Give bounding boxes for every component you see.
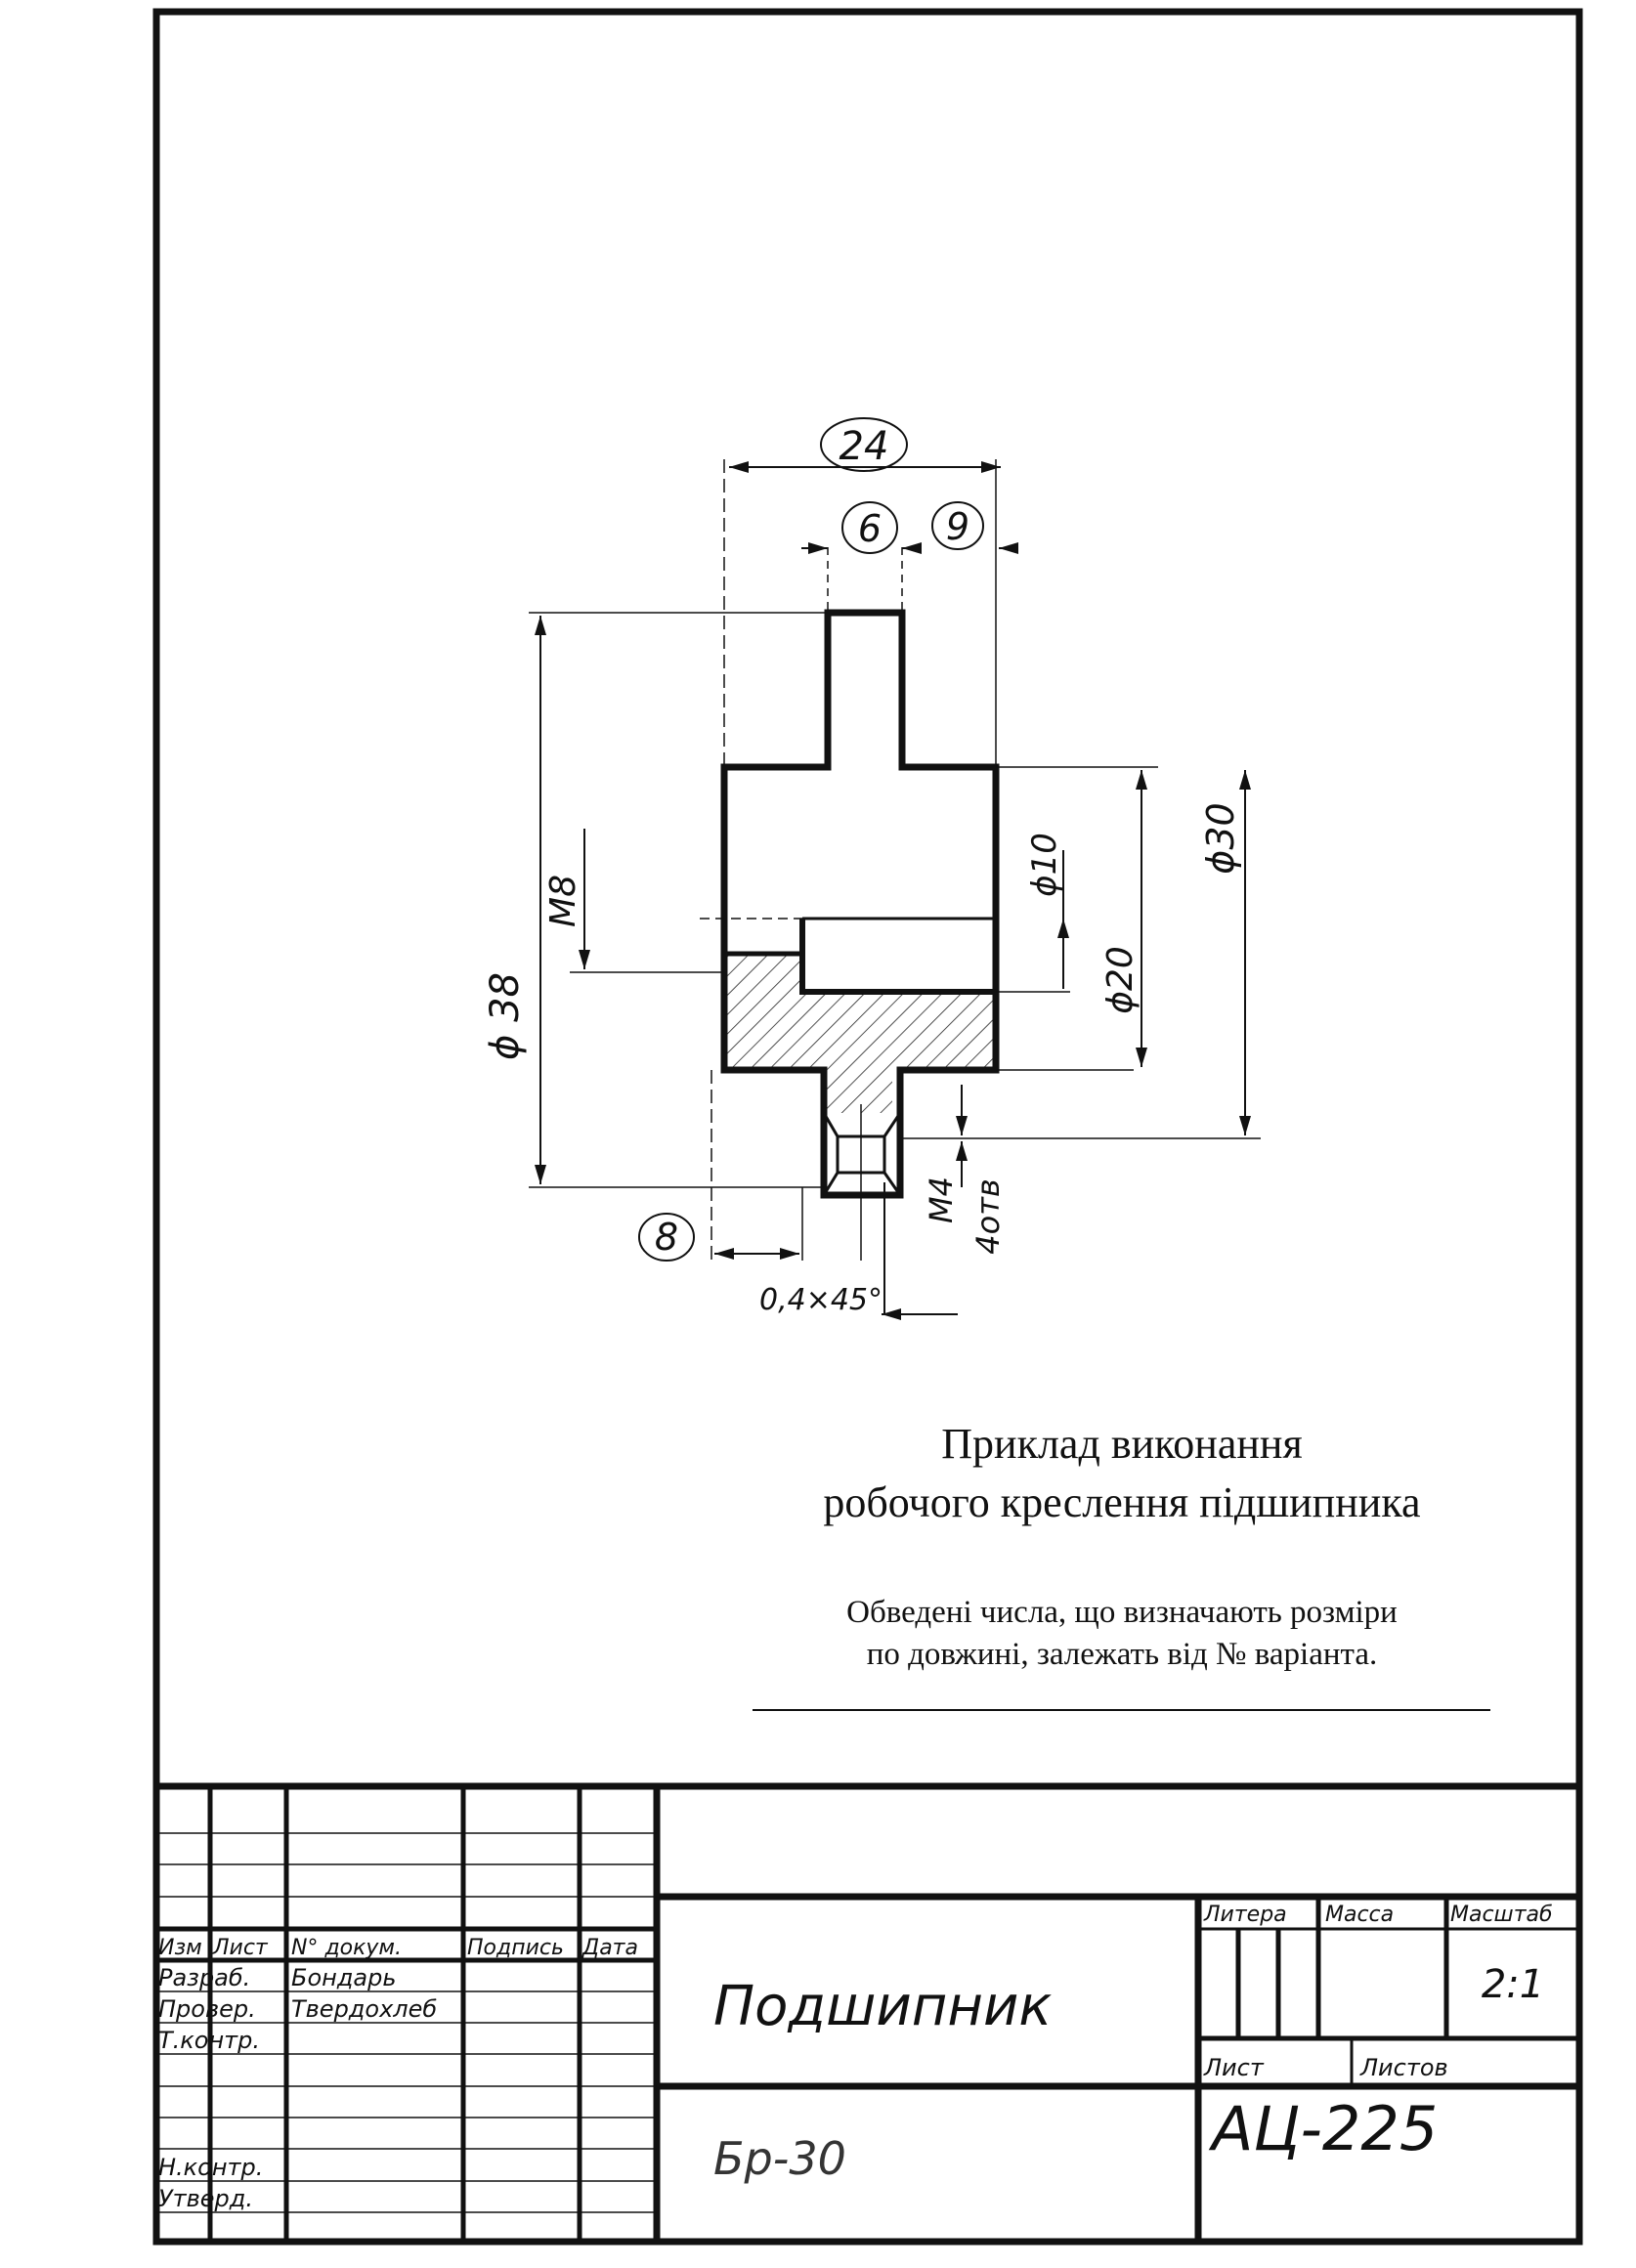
tb-hdr-massa: Масса	[1325, 1903, 1394, 1927]
drawing-frame	[152, 8, 1583, 2246]
tb-col-doc: N° докум.	[291, 1936, 402, 1960]
tb-hdr-masshtab: Масштаб	[1450, 1903, 1553, 1927]
bore-outline	[799, 919, 996, 995]
tb-col-izm: Изм	[158, 1936, 202, 1960]
tb-row-tkontr: Т.контр.	[158, 2027, 260, 2054]
dim-d30: ϕ30	[1199, 802, 1242, 874]
dim-circle	[820, 417, 908, 472]
dim-m4: M4	[923, 1177, 960, 1223]
hole-chamfer	[822, 1112, 902, 1196]
section-hatch	[824, 1070, 892, 1113]
dim-circle	[841, 501, 898, 554]
tb-name-prover: Твердохлеб	[291, 1995, 437, 2023]
tb-designation: АЦ-225	[1208, 2093, 1438, 2164]
tb-col-date: Дата	[581, 1936, 638, 1960]
tb-row-razrab: Разраб.	[158, 1964, 250, 1991]
dim-circle	[638, 1213, 695, 1262]
dim-holes: 4отв	[969, 1178, 1007, 1254]
caption-note-line1: Обведені числа, що визначають розміри	[846, 1595, 1398, 1630]
tb-material: Бр-30	[713, 2132, 846, 2185]
dim-circle	[931, 501, 984, 550]
extension-lines	[529, 459, 1261, 1261]
section-hatch	[802, 992, 996, 1070]
dim-d38: ϕ 38	[483, 972, 528, 1060]
dim-24: 24	[840, 424, 889, 469]
part-drawing: 24 6 9 8 ϕ 38 M8 ϕ10 ϕ20 ϕ30 M4 4отв 0,4…	[483, 417, 1261, 1320]
dim-chamfer: 0,4×45°	[759, 1283, 883, 1317]
tb-part-name: Подшипник	[713, 1975, 1052, 2038]
caption-note-line2: по довжині, залежать від № варіанта.	[867, 1637, 1378, 1672]
section-hatch	[724, 954, 802, 1070]
tb-sheet-label: Лист	[1203, 2054, 1265, 2081]
title-block	[156, 1782, 1579, 2242]
tb-hdr-litera: Литера	[1203, 1903, 1287, 1927]
tb-name-razrab: Бондарь	[291, 1964, 397, 1991]
dim-d10: ϕ10	[1025, 833, 1064, 897]
tb-row-nkontr: Н.контр.	[158, 2154, 263, 2181]
dim-8: 8	[655, 1216, 678, 1259]
tb-row-prover: Провер.	[158, 1995, 256, 2023]
tb-col-list: Лист	[212, 1936, 269, 1960]
dim-d20: ϕ20	[1100, 946, 1141, 1014]
tb-sheets-label: Листов	[1359, 2054, 1448, 2081]
caption-title-line1: Приклад виконання	[941, 1420, 1302, 1468]
dim-m8: M8	[543, 875, 583, 927]
dim-6: 6	[858, 507, 882, 550]
caption-title-line2: робочого креслення підшипника	[823, 1478, 1420, 1526]
dim-9: 9	[946, 505, 969, 548]
tb-col-sign: Подпись	[467, 1936, 564, 1960]
dimension-lines	[535, 461, 1251, 1320]
tb-scale: 2:1	[1482, 1962, 1544, 2007]
tb-row-utverd: Утверд.	[158, 2185, 253, 2212]
